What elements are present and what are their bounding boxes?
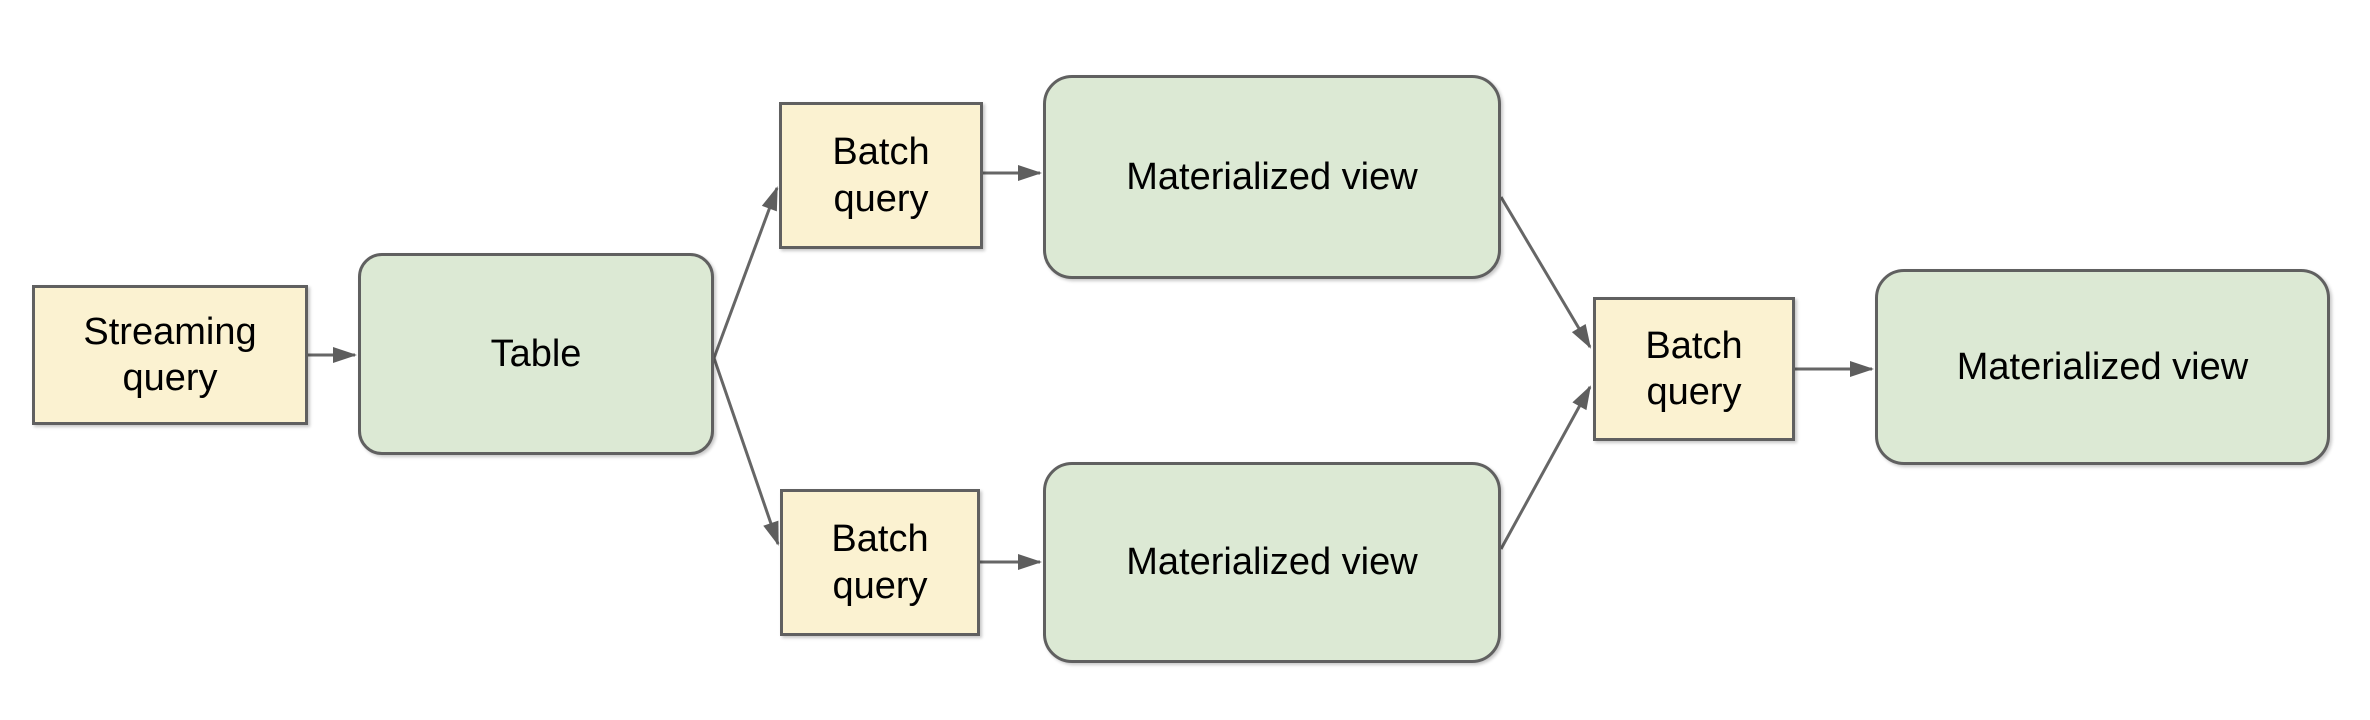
node-materialized-view-top-label: Materialized view	[1126, 155, 1418, 198]
node-batch-query-top-label: Batch query	[832, 131, 930, 220]
node-materialized-view-top: Materialized view	[1043, 75, 1501, 279]
node-materialized-view-right: Materialized view	[1875, 269, 2330, 465]
edge-materialized-view-bottom-to-batch-query-right	[1499, 385, 1592, 550]
node-materialized-view-right-label: Materialized view	[1956, 345, 2249, 388]
edge-materialized-view-top-to-batch-query-right	[1499, 196, 1592, 349]
node-batch-query-right-label: Batch query	[1645, 324, 1743, 413]
node-table: Table	[358, 253, 714, 455]
edge-table-to-batch-query-top	[712, 186, 779, 359]
node-streaming-query-label: Streaming query	[83, 310, 257, 399]
node-table-label: Table	[490, 332, 582, 375]
node-batch-query-top: Batch query	[779, 102, 983, 249]
node-streaming-query: Streaming query	[32, 285, 308, 425]
node-batch-query-bottom: Batch query	[780, 489, 980, 636]
node-materialized-view-bottom-label: Materialized view	[1126, 541, 1418, 584]
node-batch-query-right: Batch query	[1593, 297, 1795, 441]
node-batch-query-bottom-label: Batch query	[831, 518, 929, 607]
edge-table-to-batch-query-bottom	[712, 357, 780, 546]
node-materialized-view-bottom: Materialized view	[1043, 462, 1501, 663]
